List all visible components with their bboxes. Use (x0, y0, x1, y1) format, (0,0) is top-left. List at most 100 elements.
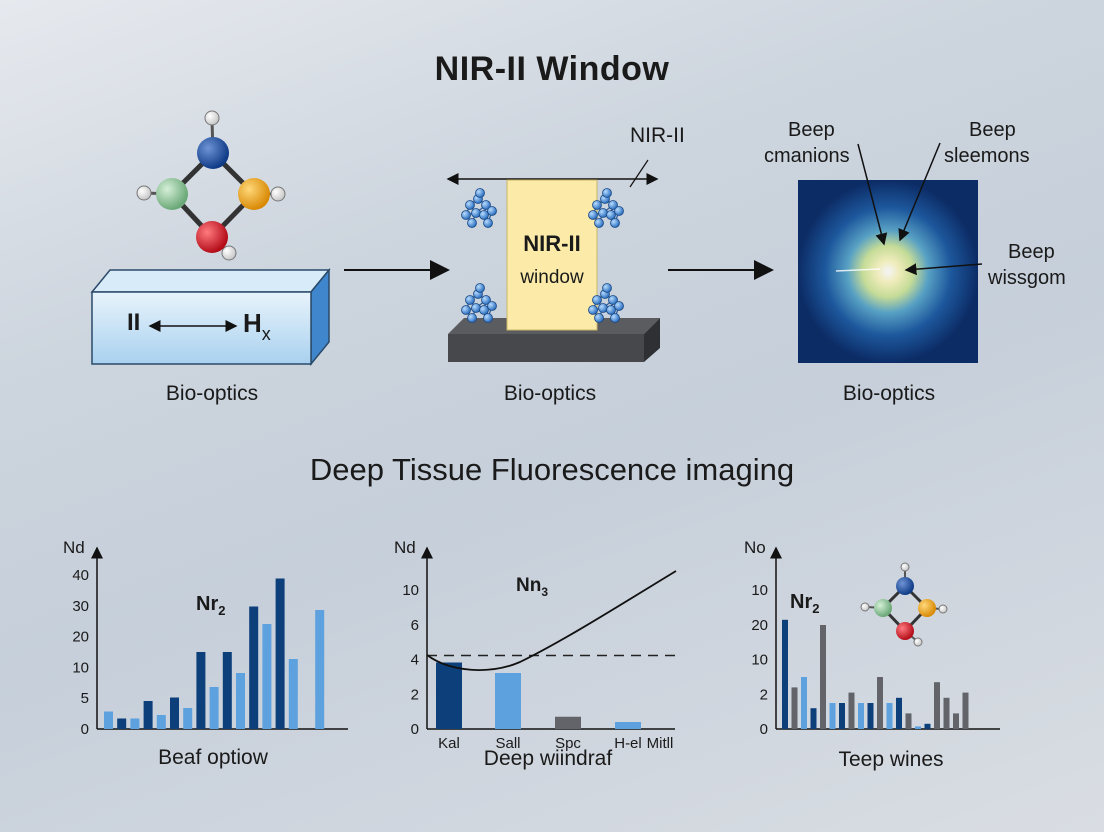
nanoparticle (598, 208, 608, 218)
nanoparticle (614, 206, 624, 216)
chart-2-ytick: 0 (411, 721, 419, 738)
chart-2-bar (495, 673, 521, 729)
nanoparticle (467, 313, 477, 323)
nanoparticle (602, 188, 612, 198)
chart-2-xtick: Kal (438, 735, 460, 752)
chart-2-ytick: 4 (411, 652, 419, 669)
chart-1-bar (170, 697, 179, 729)
chart-1-bar (315, 610, 325, 729)
chart-1-annotation-text: Nr (196, 593, 219, 615)
chart-1-bar (209, 687, 219, 729)
window-subtitle: window (520, 267, 584, 288)
chart-3-bar (924, 723, 931, 729)
arrow-right-letter: H (243, 308, 262, 338)
chart-2-ytick: 10 (402, 582, 419, 599)
nanoparticle (608, 200, 618, 210)
nanoparticle (479, 210, 489, 220)
nanoparticle (471, 208, 481, 218)
chart-2-annotation: Nn3 (516, 574, 548, 604)
chart-3-bar (848, 692, 855, 729)
nanoparticle (610, 218, 620, 228)
tissue-block (90, 267, 331, 367)
label-3-line2: wissgom (988, 267, 1066, 289)
chart-2-bar (615, 722, 641, 729)
nanoparticle (592, 200, 602, 210)
chart-3-ytick: 10 (751, 652, 768, 669)
chart-2-annotation-text: Nn (516, 575, 542, 596)
chart-1-bar (275, 578, 285, 729)
nanoparticle (487, 206, 497, 216)
nanoparticle-cluster (461, 283, 497, 323)
chart-3-bar (801, 677, 807, 729)
nanoparticle (602, 283, 612, 293)
chart-2-xtick: Mitll (647, 735, 674, 752)
chart-1-bar (196, 652, 206, 729)
nanoparticle (588, 210, 598, 220)
chart-3-bar (839, 703, 845, 729)
nanoparticle (487, 301, 497, 311)
nanoparticle-clusters (461, 188, 624, 323)
chart-1-ytick: 10 (72, 659, 89, 676)
nanoparticle-cluster (588, 188, 624, 228)
chart-2-xlabel: Deep wiindraf (483, 747, 613, 770)
chart-1-annotation: Nr2 (196, 592, 225, 623)
chart-1-bar (222, 652, 232, 729)
chart-3-bar (820, 625, 826, 729)
chart-3-bar (934, 682, 940, 729)
caption-left: Bio-optics (165, 382, 259, 405)
chart-3-bar (962, 692, 969, 729)
chart-1-ytick: 5 (81, 690, 89, 707)
nanoparticle (614, 301, 624, 311)
label-2-line2: sleemons (944, 145, 1030, 167)
nanoparticle (483, 313, 493, 323)
fluorescence-image (798, 142, 983, 363)
nanoparticle (481, 200, 491, 210)
nanoparticle (461, 305, 471, 315)
chart-2-xtick: Sall (495, 735, 520, 752)
chart-1-bar (288, 659, 298, 729)
chart-3-bar (810, 708, 817, 729)
chart-1-ytick: 0 (81, 721, 89, 738)
chart-2-trend-line (426, 570, 677, 671)
nanoparticle (588, 305, 598, 315)
chart-3-molecule (860, 562, 948, 647)
chart-3-ylabel: No (744, 538, 766, 557)
chart-2-bar (436, 662, 462, 729)
nanoparticle (465, 295, 475, 305)
label-1-line1: Beep (788, 119, 835, 141)
chart-3-bar (858, 703, 864, 729)
nanoparticle (483, 218, 493, 228)
nanoparticle (471, 303, 481, 313)
nanoparticle (467, 218, 477, 228)
arrow-left-label: II (127, 309, 141, 336)
nanoparticle (608, 295, 618, 305)
nanoparticle-cluster (588, 283, 624, 323)
nanoparticle (594, 218, 604, 228)
label-2-line1: Beep (969, 119, 1016, 141)
nanoparticle (592, 295, 602, 305)
chart-3-ytick: 2 (760, 686, 768, 703)
nanoparticle (606, 305, 616, 315)
chart-2-annotation-sub: 3 (541, 584, 549, 599)
chart-3-ytick: 0 (760, 721, 768, 738)
chart-1-bar (156, 715, 166, 729)
arrow-right-label: Hx (243, 308, 271, 344)
chart-3-bar (896, 697, 902, 729)
nanoparticle (610, 313, 620, 323)
chart-3-bar (867, 703, 874, 729)
nir-window-diagram (446, 159, 660, 362)
caption-middle: Bio-optics (503, 382, 597, 405)
chart-1-bar (143, 701, 153, 729)
nanoparticle (594, 313, 604, 323)
chart-1-bar (262, 624, 272, 729)
window-title: NIR-II (523, 231, 581, 256)
chart-2-ytick: 6 (411, 617, 419, 634)
chart-3-bar (953, 713, 959, 729)
nanoparticle (475, 188, 485, 198)
nir-top-label: NIR-II (630, 124, 685, 147)
chart-1-ylabel: Nd (63, 538, 85, 557)
chart-1-bar (236, 673, 245, 729)
chart-1-bar (104, 711, 113, 729)
nanoparticle (465, 200, 475, 210)
